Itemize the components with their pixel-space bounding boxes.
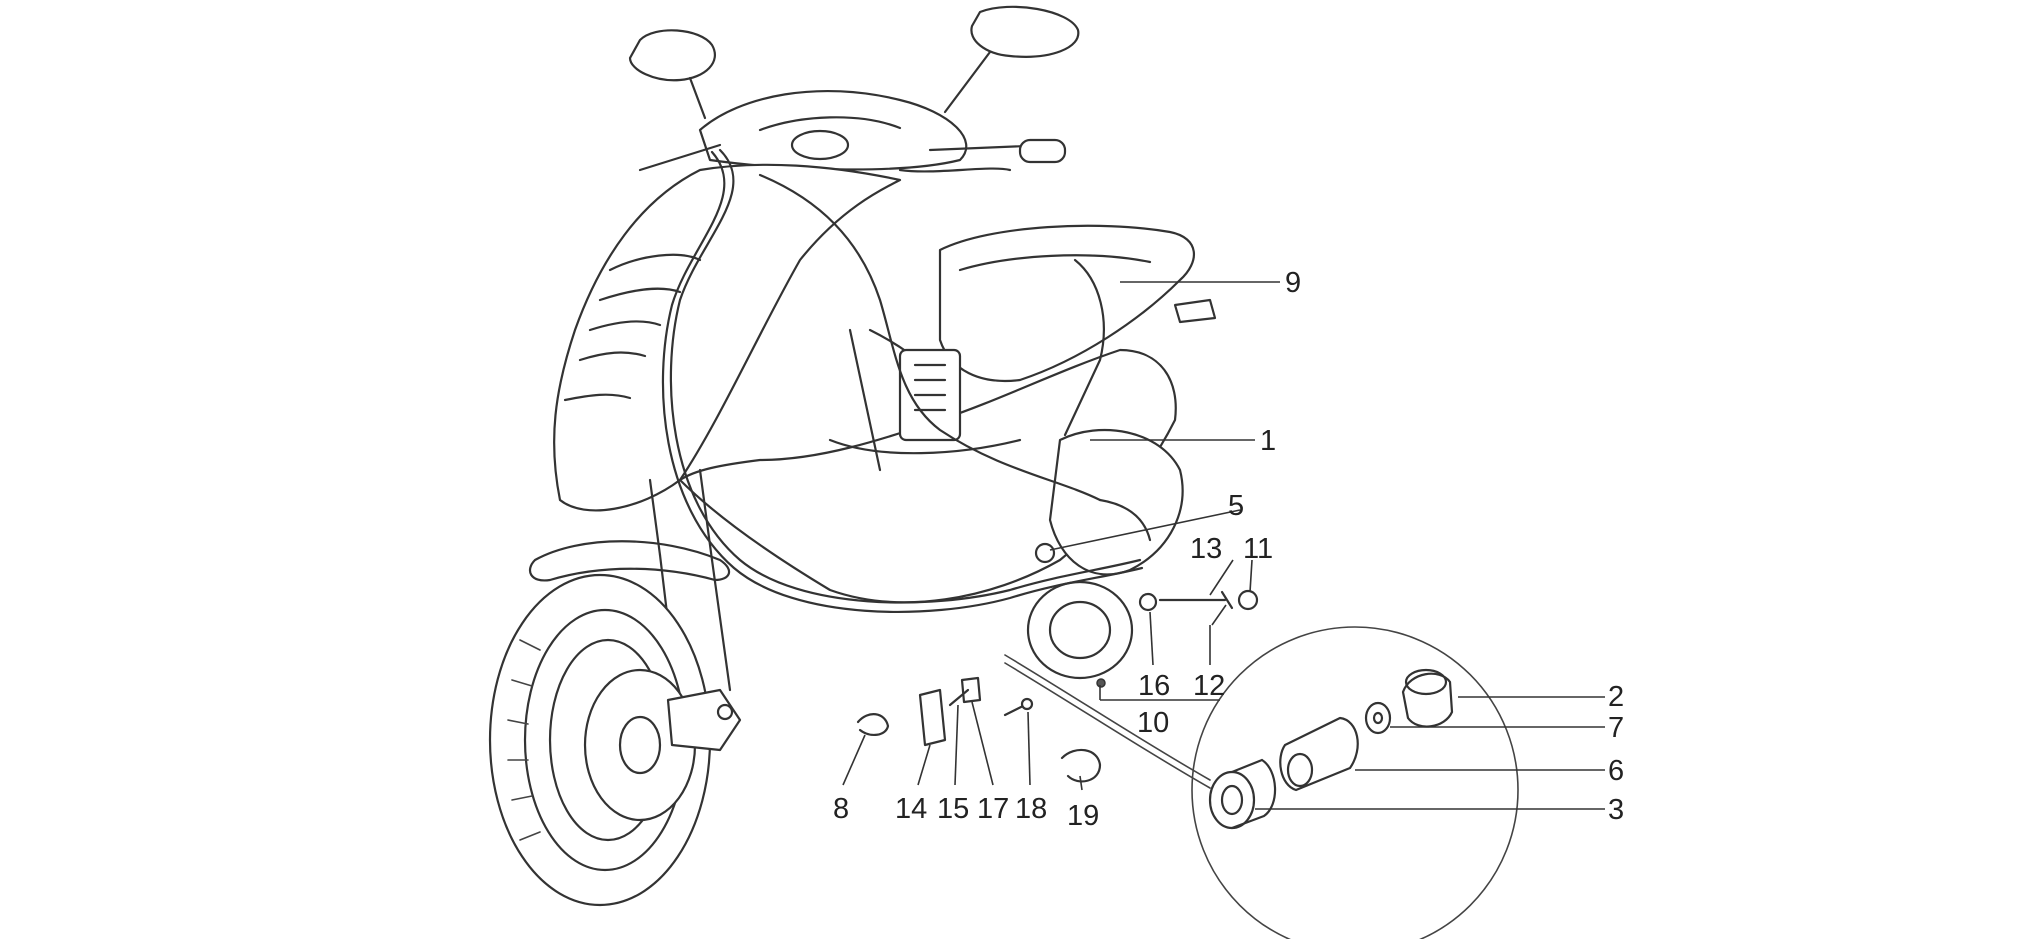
cable-holder-14 — [918, 688, 947, 747]
brake-caliper — [666, 688, 742, 752]
scooter-illustration — [488, 5, 1259, 907]
sleeve-3 — [1208, 770, 1256, 830]
grommet-5 — [1034, 542, 1056, 564]
part-label-2: 2 — [1608, 681, 1624, 713]
part-labels: 9 1 5 13 11 16 12 10 2 7 6 3 8 14 15 17 … — [833, 267, 1624, 832]
part-label-16: 16 — [1138, 670, 1170, 702]
body-floor — [678, 348, 1177, 604]
part-label-7: 7 — [1608, 712, 1624, 744]
barrel-6 — [1279, 716, 1359, 792]
seat — [938, 224, 1195, 382]
screw-17 — [948, 688, 970, 707]
part-label-18: 18 — [1015, 793, 1047, 825]
part-label-9: 9 — [1285, 267, 1301, 299]
cap-2 — [1401, 672, 1454, 728]
part-label-6: 6 — [1608, 755, 1624, 787]
part-label-12: 12 — [1193, 670, 1225, 702]
nut-11 — [1237, 589, 1259, 611]
part-label-19: 19 — [1067, 800, 1099, 832]
part-label-5: 5 — [1228, 490, 1244, 522]
part-label-10: 10 — [1137, 707, 1169, 739]
right-mirror — [970, 5, 1080, 58]
rear-brake-cable — [758, 173, 1102, 502]
leader-lines — [842, 281, 1605, 810]
front-fender — [528, 540, 731, 582]
washer-7 — [1364, 701, 1392, 735]
part-label-17: 17 — [977, 793, 1009, 825]
part-label-8: 8 — [833, 793, 849, 825]
nut-16 — [1138, 592, 1158, 612]
part-label-3: 3 — [1608, 794, 1624, 826]
part-label-1: 1 — [1260, 425, 1276, 457]
rear-wheel — [1026, 580, 1134, 680]
engine-cover — [1048, 428, 1184, 576]
clip-8 — [856, 713, 890, 736]
part-label-13: 13 — [1190, 533, 1222, 565]
ring-19 — [1060, 748, 1102, 783]
front-brake-cable — [669, 148, 1142, 604]
detail-circle — [1191, 626, 1519, 939]
adjuster-detail — [1004, 626, 1519, 939]
left-mirror — [628, 29, 716, 82]
clamp-15 — [960, 676, 982, 704]
part-label-15: 15 — [937, 793, 969, 825]
part-label-14: 14 — [895, 793, 927, 825]
part-label-11: 11 — [1243, 533, 1273, 565]
